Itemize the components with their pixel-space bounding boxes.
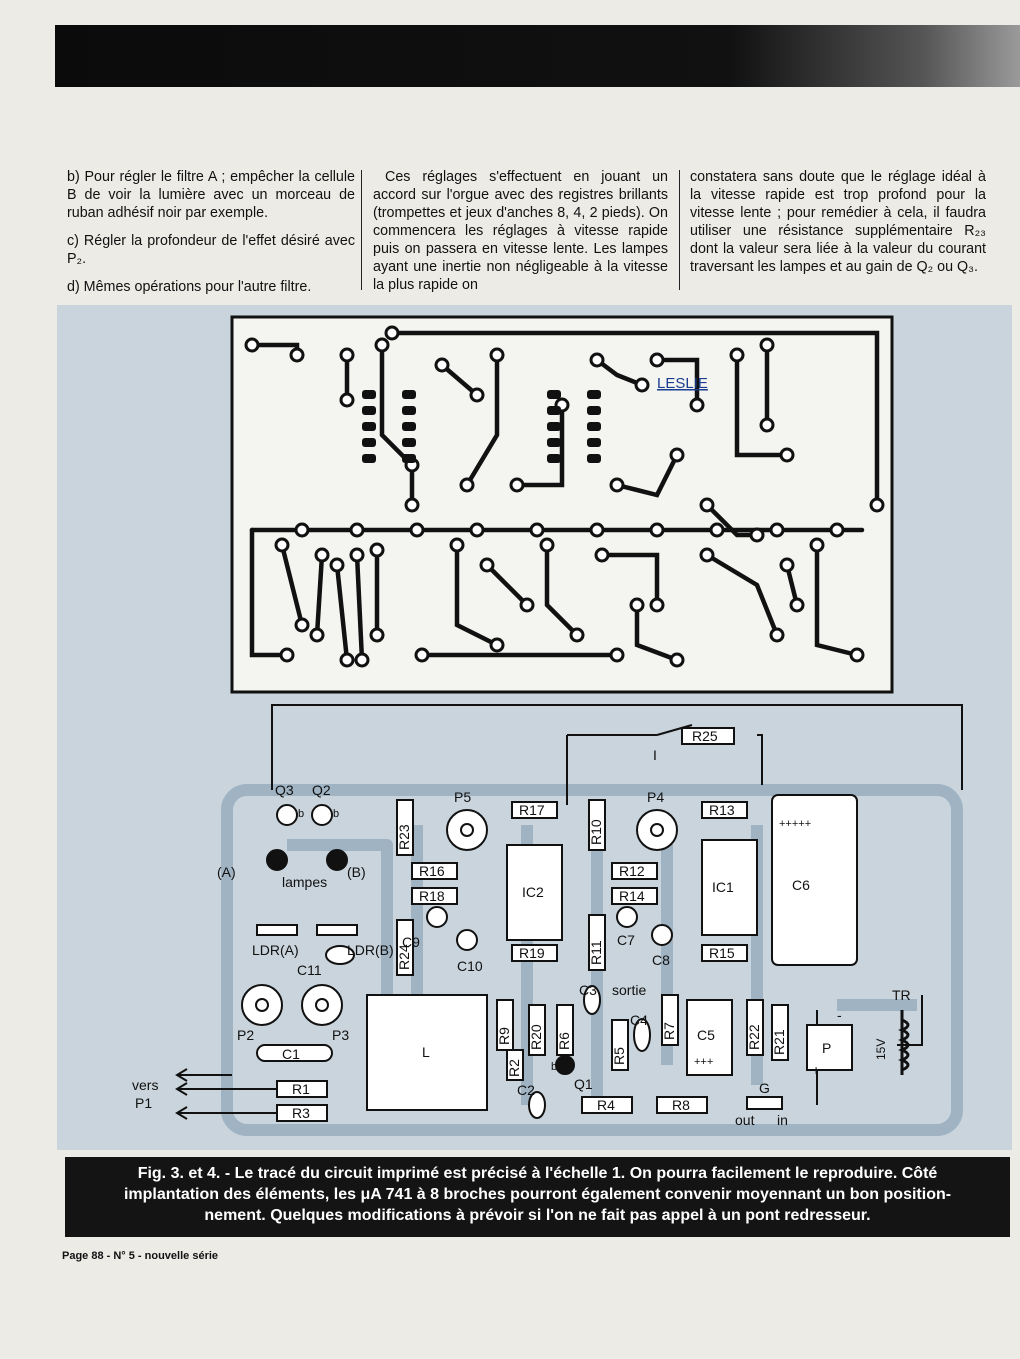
- paragraph: d) Mêmes opérations pour l'autre filtre.: [67, 279, 312, 295]
- label-ldr-a: LDR(A): [252, 942, 299, 958]
- label-lamp-a: (A): [217, 864, 236, 880]
- label-c7: C7: [617, 932, 635, 948]
- label-r15: R15: [709, 945, 735, 961]
- label-c8: C8: [652, 952, 670, 968]
- label-r9: R9: [496, 1027, 512, 1045]
- circuit-figure: LESLIE: [57, 305, 1012, 1150]
- label-r21: R21: [771, 1029, 787, 1055]
- text-column-3: constatera sans doute que le réglage idé…: [690, 168, 986, 286]
- label-r5: R5: [611, 1047, 627, 1065]
- label-l: L: [422, 1044, 430, 1060]
- label-p3: P3: [332, 1027, 349, 1043]
- label-r6: R6: [556, 1032, 572, 1050]
- pcb-board: LESLIE: [230, 315, 894, 694]
- label-q1: Q1: [574, 1076, 593, 1092]
- label-switch: I: [653, 747, 657, 763]
- label-g: G: [759, 1080, 770, 1096]
- label-c5-polarity: +++: [694, 1056, 713, 1068]
- label-r18: R18: [419, 888, 445, 904]
- label-tr: TR: [892, 987, 911, 1003]
- label-r23: R23: [396, 824, 412, 850]
- label-r25: R25: [692, 728, 718, 744]
- circuit-drawings: LESLIE: [132, 315, 963, 1136]
- text-column-1: b) Pour régler le filtre A ; empêcher la…: [67, 168, 355, 306]
- label-c2: C2: [517, 1082, 535, 1098]
- label-vers: vers: [132, 1077, 158, 1093]
- label-c1: C1: [282, 1046, 300, 1062]
- label-minus: -: [837, 1007, 842, 1023]
- caption-line: nement. Quelques modifications à prévoir…: [204, 1207, 871, 1224]
- label-ic2: IC2: [522, 884, 544, 900]
- label-r11: R11: [588, 940, 604, 965]
- page-footer: Page 88 - N° 5 - nouvelle série: [62, 1250, 219, 1262]
- label-c11: C11: [297, 962, 322, 978]
- label-p2: P2: [237, 1027, 254, 1043]
- label-r24: R24: [396, 944, 412, 970]
- pcb-title: LESLIE: [657, 375, 708, 392]
- label-out: out: [735, 1112, 755, 1128]
- column-divider: [679, 170, 680, 290]
- label-q2: Q2: [312, 782, 331, 798]
- label-r7: R7: [661, 1022, 677, 1040]
- label-r2: R2: [506, 1059, 522, 1077]
- label-r8: R8: [672, 1097, 690, 1113]
- label-c10: C10: [457, 958, 483, 974]
- label-r22: R22: [746, 1024, 762, 1050]
- label-plus: +: [812, 1062, 820, 1078]
- label-15v: 15V: [874, 1039, 888, 1060]
- label-c5: C5: [697, 1027, 715, 1043]
- label-lampes: lampes: [282, 874, 327, 890]
- label-in: in: [777, 1112, 788, 1128]
- component-layout: [175, 704, 963, 1136]
- paragraph: constatera sans doute que le réglage idé…: [690, 169, 986, 275]
- column-divider: [361, 170, 362, 290]
- label-r17: R17: [519, 802, 545, 818]
- label-p4: P4: [647, 789, 664, 805]
- label-q3: Q3: [275, 782, 294, 798]
- label-r1: R1: [292, 1081, 310, 1097]
- caption-line: implantation des éléments, les μA 741 à …: [123, 1186, 952, 1203]
- paragraph: c) Régler la profondeur de l'effet désir…: [67, 233, 355, 267]
- label-c6: C6: [792, 877, 810, 893]
- label-ldr-b: LDR(B): [347, 942, 394, 958]
- figure-caption: Fig. 3. et 4. - Le tracé du circuit impr…: [65, 1157, 1010, 1237]
- label-r10: R10: [588, 819, 604, 845]
- label-c3: C3: [579, 982, 597, 998]
- label-r20: R20: [528, 1024, 544, 1050]
- label-p1: P1: [135, 1095, 152, 1111]
- label-r16: R16: [419, 863, 445, 879]
- label-p5: P5: [454, 789, 471, 805]
- text-column-2: Ces réglages s'effectuent en jouant un a…: [373, 168, 668, 304]
- label-r13: R13: [709, 802, 735, 818]
- label-b: b: [333, 808, 339, 820]
- label-b: b: [551, 1061, 557, 1073]
- label-ic1: IC1: [712, 879, 734, 895]
- header-band: [55, 25, 1020, 87]
- label-r19: R19: [519, 945, 545, 961]
- label-r12: R12: [619, 863, 645, 879]
- label-p: P: [822, 1040, 831, 1056]
- label-c9: C9: [402, 934, 420, 950]
- caption-line: Fig. 3. et 4. - Le tracé du circuit impr…: [137, 1165, 938, 1182]
- label-r3: R3: [292, 1105, 310, 1121]
- paragraph: Ces réglages s'effectuent en jouant un a…: [373, 169, 668, 293]
- label-b: b: [298, 808, 304, 820]
- label-r4: R4: [597, 1097, 615, 1113]
- label-sortie: sortie: [612, 982, 646, 998]
- paragraph: b) Pour régler le filtre A ; empêcher la…: [67, 169, 355, 221]
- label-r14: R14: [619, 888, 645, 904]
- label-c4: C4: [630, 1012, 648, 1028]
- label-lamp-b: (B): [347, 864, 366, 880]
- component-labels: Q3 Q2 b b (A) (B) lampes LDR(A) LDR(B) C…: [132, 728, 911, 1128]
- label-c6-polarity: +++++: [779, 818, 811, 830]
